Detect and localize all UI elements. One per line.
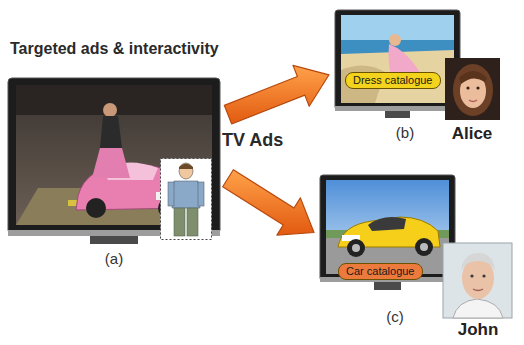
band-label: Car catalogue: [346, 265, 415, 277]
block-arrow: [224, 65, 329, 124]
panel-letter: (a): [94, 250, 134, 268]
viewer-portrait: [445, 58, 500, 120]
diagram-title: Targeted ads & interactivity: [10, 40, 219, 58]
tv-set: (a): [8, 78, 220, 245]
tv-illustration: [335, 10, 460, 118]
viewer-name: Alice: [437, 124, 507, 144]
panel-letter: (b): [385, 124, 425, 142]
viewer-photo: Alice: [445, 58, 500, 120]
viewer-photo: John: [443, 243, 512, 318]
catalogue-band: Dress catalogue: [345, 72, 441, 89]
tv-set: (b)Dress catalogue: [335, 10, 460, 118]
viewer-portrait: [443, 243, 512, 318]
viewer-name: John: [443, 320, 513, 340]
tv-illustration: [8, 78, 220, 245]
tv-set: (c)Car catalogue: [320, 175, 455, 290]
block-arrow: [223, 170, 314, 235]
band-label: Dress catalogue: [353, 74, 433, 86]
panel-letter: (c): [375, 308, 415, 326]
catalogue-band: Car catalogue: [338, 263, 423, 280]
arrow-caption: TV Ads: [222, 130, 283, 151]
